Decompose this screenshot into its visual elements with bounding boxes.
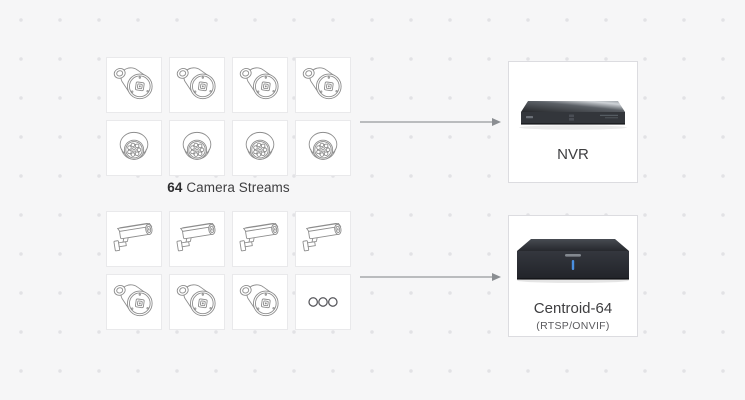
- camera-count: 64: [167, 180, 183, 195]
- more-cameras-ellipsis-icon: [298, 277, 348, 327]
- box-camera-icon: [298, 214, 348, 264]
- camera-tile-bullet: [169, 274, 225, 330]
- dome-camera-icon: [109, 123, 159, 173]
- bullet-camera-icon: [235, 277, 285, 327]
- camera-streams-label: 64 Camera Streams: [106, 180, 351, 195]
- camera-grid-top: [106, 57, 351, 176]
- box-camera-icon: [109, 214, 159, 264]
- centroid-label: Centroid-64: [533, 300, 613, 317]
- camera-tile-bullet: [232, 274, 288, 330]
- camera-tile-dome: [295, 120, 351, 176]
- camera-tile-housing: [169, 211, 225, 267]
- camera-tile-bullet: [106, 57, 162, 113]
- camera-tile-housing: [106, 211, 162, 267]
- arrow-to-nvr: [360, 118, 501, 126]
- bullet-camera-icon: [172, 277, 222, 327]
- bullet-camera-icon: [109, 60, 159, 110]
- centroid-device-image: [517, 239, 629, 283]
- camera-grid-bottom: [106, 211, 351, 330]
- bullet-camera-icon: [109, 277, 159, 327]
- nvr-box: NVR: [508, 61, 638, 183]
- camera-streams-text: Camera Streams: [182, 180, 290, 195]
- camera-tile-dome: [169, 120, 225, 176]
- camera-tile-bullet: [232, 57, 288, 113]
- arrow-to-centroid: [360, 273, 501, 281]
- camera-tile-ellipsis: [295, 274, 351, 330]
- box-camera-icon: [235, 214, 285, 264]
- nvr-label: NVR: [557, 146, 589, 163]
- nvr-device-image: [519, 101, 627, 130]
- camera-tile-housing: [295, 211, 351, 267]
- camera-tile-bullet: [169, 57, 225, 113]
- camera-tile-dome: [106, 120, 162, 176]
- camera-tile-bullet: [106, 274, 162, 330]
- dome-camera-icon: [235, 123, 285, 173]
- centroid-box: Centroid-64 (RTSP/ONVIF): [508, 215, 638, 337]
- dome-camera-icon: [172, 123, 222, 173]
- bullet-camera-icon: [235, 60, 285, 110]
- camera-tile-bullet: [295, 57, 351, 113]
- camera-tile-dome: [232, 120, 288, 176]
- camera-tile-housing: [232, 211, 288, 267]
- bullet-camera-icon: [298, 60, 348, 110]
- box-camera-icon: [172, 214, 222, 264]
- centroid-sublabel: (RTSP/ONVIF): [536, 320, 610, 332]
- bullet-camera-icon: [172, 60, 222, 110]
- dome-camera-icon: [298, 123, 348, 173]
